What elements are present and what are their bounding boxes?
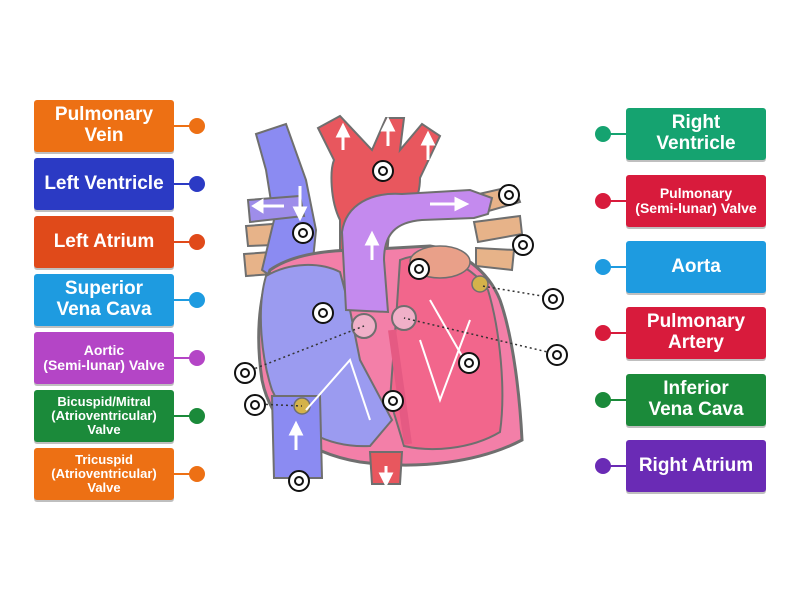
label-text: Left Atrium <box>46 230 163 253</box>
label-line: Right Atrium <box>638 454 754 476</box>
drop-target-pin[interactable] <box>372 160 394 182</box>
label-anchor-dot[interactable] <box>595 392 611 408</box>
label-line: Aorta <box>671 255 721 277</box>
label-connector-line <box>605 266 627 268</box>
label-connector-line <box>174 357 192 359</box>
label-line: Pulmonary <box>54 104 154 126</box>
label-pulmonary-valve[interactable]: Pulmonary(Semi-lunar) Valve <box>626 175 766 227</box>
label-line: Aortic <box>83 341 125 358</box>
label-line: Pulmonary <box>659 184 733 201</box>
label-anchor-dot[interactable] <box>189 292 205 308</box>
label-line: (Semi-lunar) Valve <box>635 200 757 216</box>
drop-target-pin[interactable] <box>382 390 404 412</box>
label-line: (Semi-lunar) Valve <box>43 357 165 373</box>
label-anchor-dot[interactable] <box>189 408 205 424</box>
label-anchor-dot[interactable] <box>189 118 205 134</box>
label-anchor-dot[interactable] <box>595 193 611 209</box>
label-connector-line <box>605 399 627 401</box>
label-connector-line <box>174 241 192 243</box>
drop-target-pin[interactable] <box>458 352 480 374</box>
label-anchor-dot[interactable] <box>595 126 611 142</box>
label-line: Vena Cava <box>648 399 744 420</box>
label-line: Valve <box>87 422 121 438</box>
drop-target-pin[interactable] <box>312 302 334 324</box>
label-line: Left Ventricle <box>44 172 164 194</box>
label-text: Right Atrium <box>631 454 761 477</box>
drop-target-pin[interactable] <box>234 362 256 384</box>
pulmonary-artery-shape <box>340 188 494 314</box>
label-connector-line <box>174 473 192 475</box>
septum-shape <box>388 329 412 445</box>
drop-target-pin[interactable] <box>542 288 564 310</box>
label-line: Vein <box>84 125 124 146</box>
label-connector-line <box>605 465 627 467</box>
label-left-ventricle[interactable]: Left Ventricle <box>34 158 174 210</box>
label-line: Inferior <box>663 378 729 400</box>
label-line: Left Atrium <box>53 230 155 252</box>
label-anchor-dot[interactable] <box>189 176 205 192</box>
label-line: Ventricle <box>656 133 736 154</box>
drop-target-pin[interactable] <box>498 184 520 206</box>
label-anchor-dot[interactable] <box>189 350 205 366</box>
label-text: Left Ventricle <box>36 172 171 195</box>
label-anchor-dot[interactable] <box>189 466 205 482</box>
label-connector-line <box>174 415 192 417</box>
leader-lines <box>245 285 557 407</box>
drop-target-pin[interactable] <box>512 234 534 256</box>
drop-target-pin[interactable] <box>292 222 314 244</box>
label-line: Pulmonary <box>646 311 746 333</box>
label-connector-line <box>605 332 627 334</box>
label-line: (Atrioventricular) <box>51 465 157 481</box>
label-connector-line <box>174 125 192 127</box>
mitral-valve-shape <box>471 275 489 293</box>
label-line: (Atrioventricular) <box>51 407 157 423</box>
label-text: Aorta <box>663 255 729 278</box>
label-line: Right <box>671 112 721 134</box>
flow-arrows <box>251 116 470 488</box>
label-bicuspid-mitral-valve[interactable]: Bicuspid/Mitral(Atrioventricular)Valve <box>34 390 174 442</box>
label-text: Bicuspid/Mitral(Atrioventricular)Valve <box>43 393 164 438</box>
drop-target-pin[interactable] <box>408 258 430 280</box>
label-connector-line <box>174 299 192 301</box>
label-anchor-dot[interactable] <box>595 458 611 474</box>
label-text: Tricuspid(Atrioventricular)Valve <box>43 451 164 496</box>
label-line: Valve <box>87 480 121 496</box>
label-line: Vena Cava <box>56 299 152 320</box>
label-line: Artery <box>668 332 724 353</box>
label-right-atrium[interactable]: Right Atrium <box>626 440 766 492</box>
label-anchor-dot[interactable] <box>595 259 611 275</box>
drop-target-pin[interactable] <box>288 470 310 492</box>
pulmonary-vein-shape-right-3 <box>475 246 516 272</box>
label-connector-line <box>174 183 192 185</box>
label-anchor-dot[interactable] <box>595 325 611 341</box>
drop-target-pin[interactable] <box>546 344 568 366</box>
drop-target-pin[interactable] <box>244 394 266 416</box>
label-line: Tricuspid <box>75 451 133 467</box>
label-tricuspid-valve[interactable]: Tricuspid(Atrioventricular)Valve <box>34 448 174 500</box>
label-connector-line <box>605 133 627 135</box>
label-text: Aortic(Semi-lunar) Valve <box>35 341 172 373</box>
label-text: Pulmonary(Semi-lunar) Valve <box>627 184 764 216</box>
label-anchor-dot[interactable] <box>189 234 205 250</box>
label-line: Superior <box>64 278 144 300</box>
label-left-atrium[interactable]: Left Atrium <box>34 216 174 268</box>
label-connector-line <box>605 200 627 202</box>
label-line: Bicuspid/Mitral <box>57 393 151 409</box>
label-aortic-valve[interactable]: Aortic(Semi-lunar) Valve <box>34 332 174 384</box>
label-aorta[interactable]: Aorta <box>626 241 766 293</box>
